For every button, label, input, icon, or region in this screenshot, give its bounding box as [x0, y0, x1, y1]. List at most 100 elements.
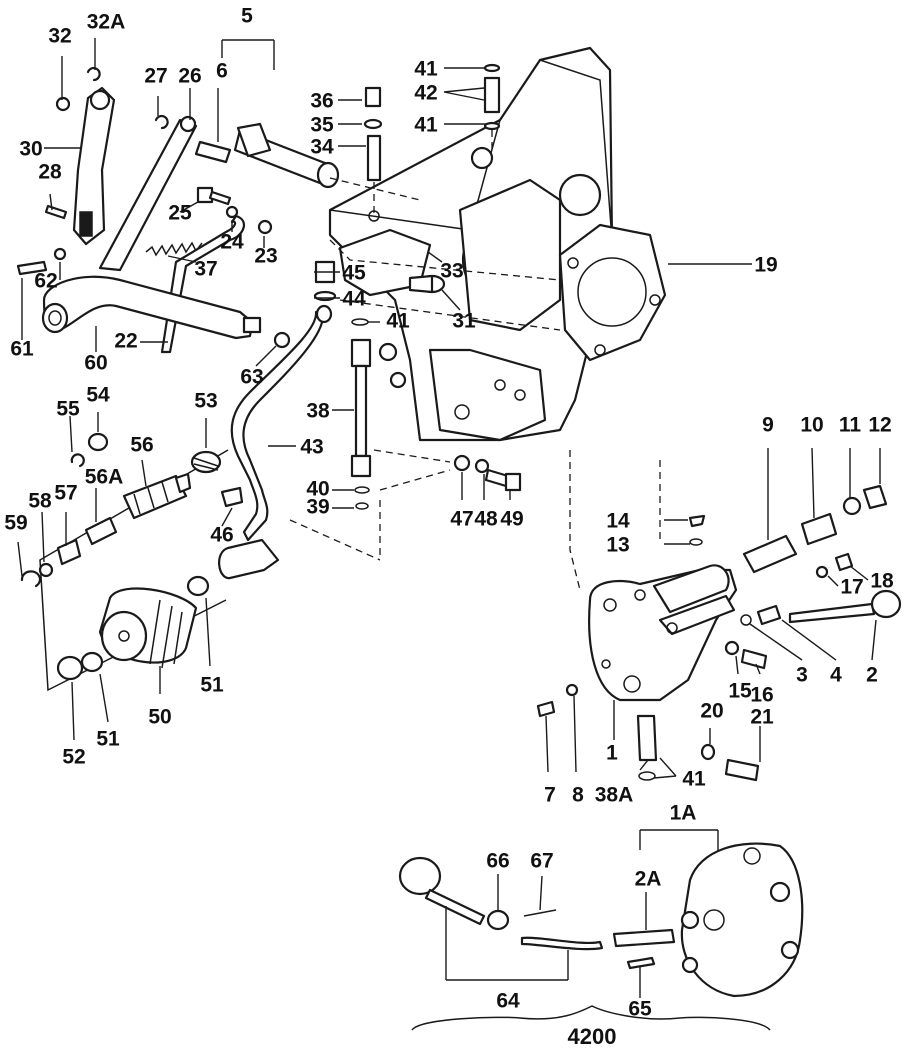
callout-41-mid: 41	[414, 114, 438, 137]
ring-3	[740, 614, 752, 626]
valve-body-56	[122, 472, 192, 520]
callout-9: 9	[762, 414, 774, 437]
tube-60	[41, 275, 262, 340]
callout-50: 50	[148, 706, 171, 729]
leader-lines	[17, 38, 881, 998]
bolt-25	[196, 186, 232, 206]
callout-16: 16	[750, 684, 773, 707]
callout-61: 61	[10, 338, 34, 361]
pin-28	[44, 204, 68, 220]
oring-44	[313, 290, 337, 302]
callout-32A: 32A	[87, 11, 126, 34]
gasket-51b	[80, 651, 104, 673]
washer-15	[724, 640, 740, 656]
pipe-43	[230, 308, 325, 542]
screw-61	[16, 260, 48, 276]
callout-24: 24	[220, 231, 244, 254]
callout-1A: 1A	[670, 802, 697, 825]
callout-63: 63	[240, 366, 263, 389]
bracket-46	[220, 486, 244, 508]
callout-53: 53	[194, 390, 217, 413]
callout-35: 35	[310, 114, 334, 137]
bolt-21	[724, 758, 760, 782]
callout-32: 32	[48, 25, 71, 48]
callout-labels: 32 32A 27 26 6 5 30 28 25 24 23 37 61 62…	[4, 5, 894, 1049]
link-rod	[520, 936, 604, 951]
callout-4200: 4200	[568, 1024, 617, 1049]
callout-67: 67	[530, 850, 553, 873]
gasket-51a	[186, 575, 210, 597]
callout-38: 38	[306, 400, 330, 423]
washer-63	[273, 331, 291, 349]
callout-10: 10	[800, 414, 823, 437]
washer-32	[55, 96, 71, 112]
plunger-56A	[84, 516, 118, 546]
callout-21: 21	[750, 706, 774, 729]
callout-54: 54	[86, 384, 110, 407]
elbow-fitting	[218, 538, 280, 580]
callout-22: 22	[114, 330, 137, 353]
callout-11: 11	[839, 414, 862, 437]
rockshaft-5	[233, 122, 340, 189]
rod-22	[160, 214, 246, 354]
clip-32A	[86, 66, 101, 82]
callout-4: 4	[830, 664, 842, 687]
callout-46: 46	[210, 524, 233, 547]
callout-13: 13	[606, 534, 629, 557]
callout-6: 6	[216, 60, 228, 83]
rod-38	[350, 338, 372, 478]
screw-14	[688, 514, 706, 528]
spool-9	[742, 534, 798, 574]
callout-2: 2	[866, 664, 878, 687]
callout-34: 34	[310, 136, 334, 159]
ring-59	[20, 570, 42, 588]
callout-19: 19	[754, 254, 777, 277]
callout-56A: 56A	[85, 466, 124, 489]
callout-51-left: 51	[96, 728, 120, 751]
nut-4	[756, 604, 782, 626]
callout-15: 15	[728, 680, 752, 703]
callout-20: 20	[700, 700, 723, 723]
callout-52: 52	[62, 746, 85, 769]
spring-57	[56, 538, 82, 566]
callout-39: 39	[306, 496, 329, 519]
callout-25: 25	[168, 202, 192, 225]
nut-23	[257, 219, 273, 235]
screw-7	[536, 700, 556, 718]
washer-48	[474, 458, 490, 474]
spring-53	[190, 450, 222, 474]
plug-12	[862, 484, 888, 510]
callout-43: 43	[300, 436, 323, 459]
callout-41-left: 41	[386, 310, 410, 333]
washer-20	[700, 743, 716, 761]
lever-arm-30	[72, 86, 116, 246]
spring-10	[800, 512, 838, 546]
oring-41a	[351, 318, 369, 326]
callout-27: 27	[144, 65, 167, 88]
filter-group	[20, 432, 229, 692]
valve-body-1	[588, 564, 738, 702]
callout-47: 47	[450, 508, 473, 531]
lever-26	[98, 115, 198, 272]
pin-65	[626, 956, 656, 970]
dowel-42	[483, 63, 501, 131]
callout-40: 40	[306, 478, 329, 501]
washer-8	[565, 683, 579, 697]
callout-41-bottom: 41	[682, 768, 706, 791]
lift-housing	[328, 46, 614, 442]
collar-66	[486, 909, 510, 931]
clip-27	[154, 114, 169, 130]
callout-2A: 2A	[635, 868, 662, 891]
callout-55: 55	[56, 398, 80, 421]
alternate-valve-body-1A	[680, 842, 804, 998]
pin-6	[194, 140, 232, 164]
fitting-38A	[636, 714, 658, 762]
gasket-52	[56, 655, 84, 681]
callout-59: 59	[4, 512, 27, 535]
callout-38A: 38A	[595, 784, 634, 807]
brace-4200	[411, 1005, 771, 1031]
callout-18: 18	[870, 570, 894, 593]
callout-3: 3	[796, 664, 808, 687]
callout-58: 58	[28, 490, 52, 513]
